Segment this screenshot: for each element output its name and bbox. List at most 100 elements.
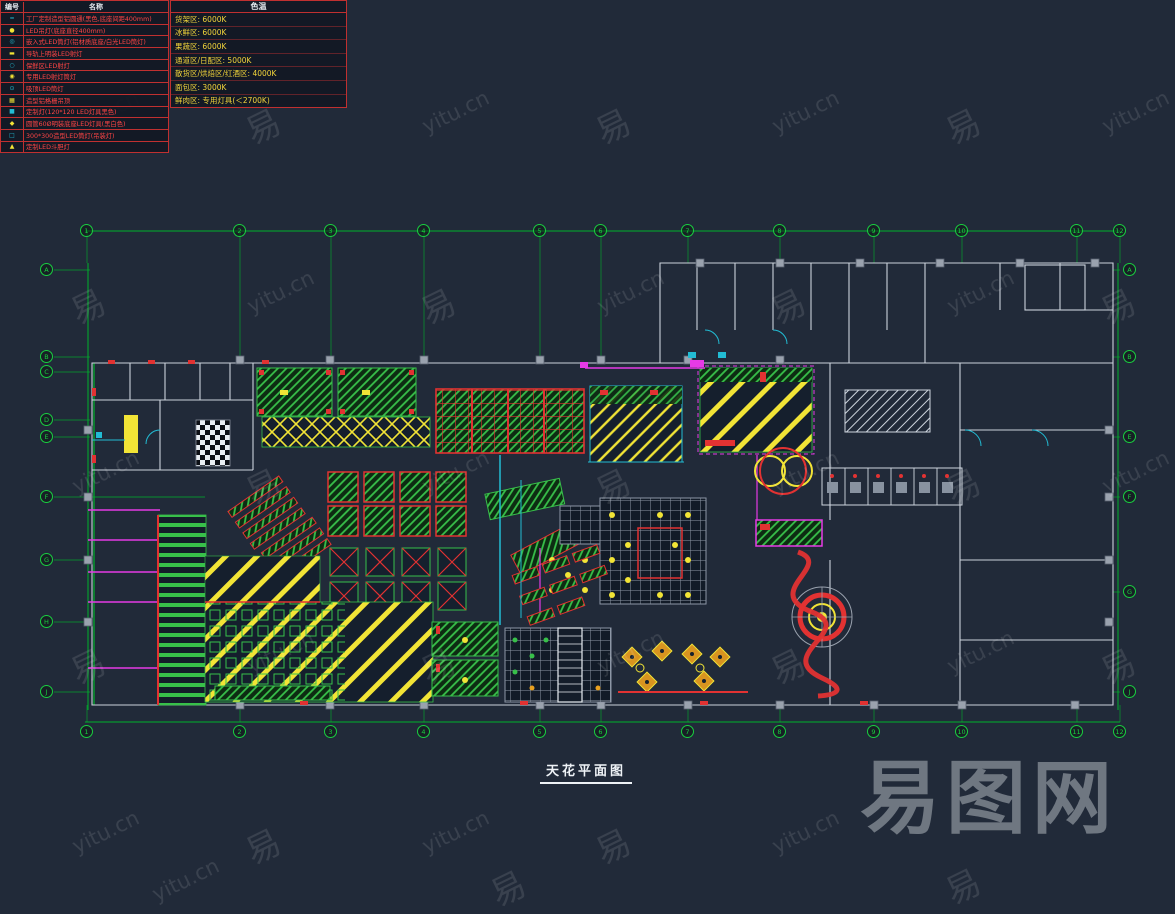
grid-axis-left: J [40,685,53,698]
legend-name: 300*300造型LED筒灯(吊装灯) [26,132,115,140]
legend-header: 编号 名称 [1,1,168,13]
grid-axis-bottom: 10 [955,725,968,738]
checker-ceiling [195,419,231,467]
legend-name: 专用LED射灯筒灯 [26,74,77,82]
grid-axis-left: G [40,553,53,566]
color-temp-row: 面包区: 3000K [171,81,346,95]
legend-name: 定制LED斗胆灯 [26,144,70,152]
legend-row: ⊙吸顶LED筒灯 [1,83,168,95]
grid-axis-bottom: 12 [1113,725,1126,738]
legend-row: ◆圆管60Ø明装底座LED灯具(黑白色) [1,118,168,130]
zone-red-box-grid [327,471,467,537]
grid-axis-top: 5 [533,224,546,237]
grid-axis-top: 12 [1113,224,1126,237]
grid-axis-top: 10 [955,224,968,237]
structural-columns [83,258,1114,710]
legend-symbol: ◉ [1,71,24,83]
legend-symbol: ◆ [1,118,24,129]
legend-name: 吸顶LED筒灯 [26,85,64,93]
color-temp-row: 鲜肉区: 专用灯具(＜2700K) [175,96,270,106]
legend-symbol: ▬ [1,48,24,59]
color-temp-table: 色温 货架区: 6000K 冰鲜区: 6000K 果蔬区: 6000K 通道区/… [170,0,347,109]
site-watermark-brand: 易图网 [860,752,1118,845]
legend-symbol: ◎ [1,36,24,48]
legend-symbol: ○ [1,59,24,71]
zone-double-circles [754,447,813,495]
grid-axis-top: 4 [417,224,430,237]
legend-col-name: 名称 [89,2,103,11]
legend-row: ━工厂定制造型铝圆通(黑色,底座间距400mm) [1,13,168,25]
grid-axis-bottom: 1 [80,725,93,738]
legend-symbol: ■ [1,106,24,118]
legend-symbol: ⊙ [1,83,24,94]
zone-produce-shelves [511,544,608,626]
zone-red-serpentine [790,549,840,699]
grid-axis-right: G [1123,585,1136,598]
color-temp-row: 冰鲜区: 6000K [171,27,346,41]
grid-axis-top: 6 [594,224,607,237]
legend-row: ◎嵌入式LED筒灯(铝材质底座/白光LED筒灯) [1,36,168,49]
grid-axis-bottom: 4 [417,725,430,738]
legend-col-no: 编号 [1,1,24,12]
legend-name: 造型铝格栅吊顶 [26,97,71,105]
grid-axis-right: F [1123,490,1136,503]
legend-row: ◉专用LED射灯筒灯 [1,71,168,84]
grid-axis-left: D [40,413,53,426]
legend-row: ○保鲜区LED射灯 [1,59,168,72]
grid-axis-bottom: 6 [594,725,607,738]
legend-row: ▦造型铝格栅吊顶 [1,94,168,107]
grid-axis-bottom: 11 [1070,725,1083,738]
grid-axis-top: 2 [233,224,246,237]
grid-axis-right: B [1123,350,1136,363]
zone-yellow-stripes-mid [589,385,683,463]
zone-magenta-box [755,455,823,547]
legend-table: 编号 名称 ━工厂定制造型铝圆通(黑色,底座间距400mm) ●LED吊灯(底座… [0,0,169,154]
grid-axis-top: 11 [1070,224,1083,237]
red-wall-lights [92,360,868,705]
legend-name: 定制灯(120*120 LED灯具黑色) [26,109,117,117]
grid-axis-top: 3 [324,224,337,237]
grid-axis-right: E [1123,430,1136,443]
legend-symbol: □ [1,129,24,141]
legend-name: 圆管60Ø明装底座LED灯具(黑白色) [26,121,126,129]
legend-symbol: ▲ [1,141,24,153]
legend-row: □300*300造型LED筒灯(吊装灯) [1,129,168,142]
drawing-title: 天花平面图 [540,760,633,784]
legend-row: ■定制灯(120*120 LED灯具黑色) [1,106,168,119]
color-temp-title: 色温 [171,1,346,13]
legend-name: LED吊灯(底座直径400mm) [26,27,106,35]
legend-name: 嵌入式LED筒灯(铝材质底座/白光LED筒灯) [26,39,146,47]
zone-storage [821,389,963,506]
grid-axis-top: 7 [681,224,694,237]
grid-axis-bottom: 5 [533,725,546,738]
magenta-accents [580,360,705,369]
legend-row: ●LED吊灯(底座直径400mm) [1,24,168,37]
grid-axis-left: A [40,263,53,276]
legend-row: ▲定制LED斗胆灯 [1,141,168,153]
zone-shelf-bars-left [157,514,207,706]
zone-lattice-bottom [504,627,612,703]
grid-axis-bottom: 3 [324,725,337,738]
zone-x-cross-boxes [329,547,467,611]
zone-entry-rooms [124,415,231,467]
zone-green-ceiling-top [256,367,417,417]
zone-yellow-diagonal-bottom [204,555,434,703]
legend-symbol: ━ [1,13,24,24]
color-temp-row: 通道区/日配区: 5000K [171,54,346,68]
zone-green-boxes-bottom [431,621,499,697]
yellow-feature-strip [124,415,138,453]
cyan-accents [92,329,1049,625]
grid-axis-left: B [40,350,53,363]
zone-orange-diamonds [618,640,748,693]
grid-axis-left: C [40,365,53,378]
legend-symbol: ▦ [1,94,24,106]
color-temp-row: 散货区/烘焙区/红酒区: 4000K [171,67,346,81]
color-temp-row: 果蔬区: 6000K [171,40,346,54]
grid-axis-bottom: 9 [867,725,880,738]
zone-diamond-lattice [261,416,431,448]
legend-row: ▬导轨上明装LED射灯 [1,48,168,60]
legend-name: 导轨上明装LED射灯 [26,50,83,58]
grid-axis-bottom: 8 [773,725,786,738]
